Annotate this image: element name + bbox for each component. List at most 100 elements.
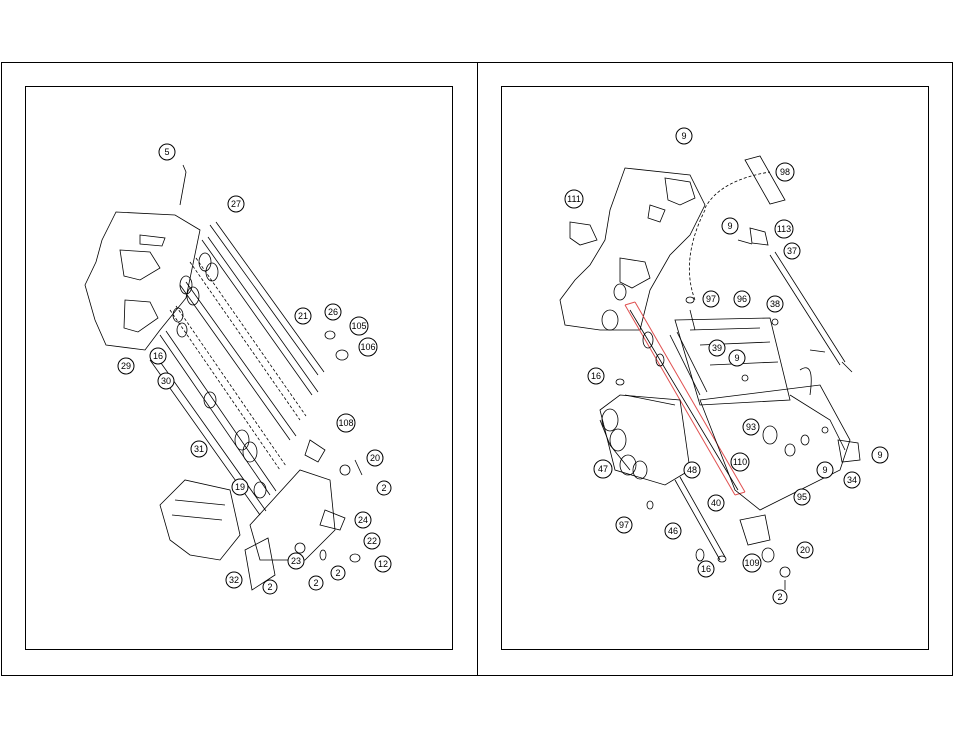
callout-label: 113 <box>777 224 791 234</box>
right-inner-frame <box>502 87 929 650</box>
callout-label: 111 <box>567 194 581 204</box>
callout-label: 108 <box>338 418 353 428</box>
callout-label: 16 <box>591 371 601 381</box>
callout-label: 22 <box>367 536 377 546</box>
callout-c5: 5 <box>159 144 175 160</box>
callout-r113: 113 <box>775 220 793 238</box>
callout-r46: 46 <box>665 523 681 539</box>
callout-label: 20 <box>370 453 380 463</box>
left-callouts: 5 27 21 26 105 106 29 16 30 31 108 20 2 … <box>118 144 391 594</box>
callout-label: 38 <box>770 299 780 309</box>
callout-c21: 21 <box>295 308 311 324</box>
callout-c105: 105 <box>350 317 368 335</box>
callout-label: 95 <box>797 492 807 502</box>
callout-r47: 47 <box>594 460 612 478</box>
callout-label: 20 <box>800 545 810 555</box>
callout-label: 24 <box>358 515 368 525</box>
callout-label: 2 <box>335 568 340 578</box>
callout-r48: 48 <box>684 462 700 478</box>
callout-label: 106 <box>360 342 375 352</box>
callout-c19: 19 <box>232 479 248 495</box>
callout-c30: 30 <box>158 373 174 389</box>
callout-label: 46 <box>668 526 678 536</box>
callout-label: 2 <box>267 582 272 592</box>
callout-r97b: 97 <box>616 517 632 533</box>
callout-c2a: 2 <box>377 481 391 495</box>
callout-label: 9 <box>822 465 827 475</box>
callout-label: 26 <box>328 307 338 317</box>
callout-label: 48 <box>687 465 697 475</box>
callout-r98: 98 <box>776 163 794 181</box>
callout-label: 37 <box>787 246 797 256</box>
callout-label: 105 <box>351 321 366 331</box>
callout-label: 9 <box>681 131 686 141</box>
callout-r110: 110 <box>731 453 749 471</box>
callout-label: 110 <box>733 457 747 467</box>
callout-r9a: 9 <box>676 128 692 144</box>
callout-label: 47 <box>598 464 608 474</box>
callout-c27: 27 <box>228 196 244 212</box>
callout-r16a: 16 <box>588 368 604 384</box>
callout-c106: 106 <box>359 338 377 356</box>
callout-label: 16 <box>701 564 711 574</box>
callout-label: 29 <box>121 361 131 371</box>
callout-label: 96 <box>737 294 747 304</box>
callout-r9b: 9 <box>722 218 738 234</box>
callout-label: 2 <box>777 592 782 602</box>
callout-label: 9 <box>727 221 732 231</box>
callout-c32: 32 <box>226 572 242 588</box>
callout-c24: 24 <box>355 512 371 528</box>
callout-label: 16 <box>153 351 163 361</box>
callout-r96: 96 <box>734 291 750 307</box>
callout-c29: 29 <box>118 358 134 374</box>
callout-r111: 111 <box>565 190 583 208</box>
callout-label: 109 <box>744 558 759 568</box>
callout-label: 98 <box>780 167 790 177</box>
callout-c2c: 2 <box>309 576 323 590</box>
callout-r109: 109 <box>743 554 761 572</box>
callout-c22: 22 <box>364 533 380 549</box>
callout-r97a: 97 <box>703 291 719 307</box>
callout-label: 97 <box>706 294 716 304</box>
callout-label: 2 <box>381 483 386 493</box>
callout-c26: 26 <box>325 304 341 320</box>
callout-c2d: 2 <box>331 566 345 580</box>
callout-label: 12 <box>378 559 388 569</box>
callout-label: 40 <box>711 498 721 508</box>
callout-r16b: 16 <box>698 561 714 577</box>
callout-c23: 23 <box>288 553 304 569</box>
callout-label: 27 <box>231 199 241 209</box>
callout-r20: 20 <box>797 542 813 558</box>
callout-label: 31 <box>194 444 204 454</box>
callout-r38: 38 <box>767 296 783 312</box>
callout-r9c: 9 <box>729 350 745 366</box>
callout-label: 5 <box>164 147 169 157</box>
right-exploded-view <box>560 156 860 590</box>
callout-label: 39 <box>712 343 722 353</box>
callout-label: 23 <box>291 556 301 566</box>
left-exploded-view <box>85 165 362 590</box>
callout-r93: 93 <box>743 419 759 435</box>
callout-c2b: 2 <box>263 580 277 594</box>
callout-label: 34 <box>847 475 857 485</box>
callout-r9e: 9 <box>872 447 888 463</box>
callout-c108: 108 <box>337 414 355 432</box>
callout-r40: 40 <box>708 495 724 511</box>
callout-r9d: 9 <box>817 462 833 478</box>
callout-r37: 37 <box>784 243 800 259</box>
callout-label: 21 <box>298 311 308 321</box>
callout-label: 93 <box>746 422 756 432</box>
callout-label: 9 <box>734 353 739 363</box>
callout-c16: 16 <box>150 348 166 364</box>
callout-c20: 20 <box>367 450 383 466</box>
callout-r39: 39 <box>709 340 725 356</box>
callout-label: 19 <box>235 482 245 492</box>
callout-label: 9 <box>877 450 882 460</box>
callout-c12: 12 <box>375 556 391 572</box>
callout-r95: 95 <box>794 489 810 505</box>
callout-r34: 34 <box>844 472 860 488</box>
callout-label: 2 <box>313 578 318 588</box>
callout-r2: 2 <box>773 590 787 604</box>
callout-label: 97 <box>619 520 629 530</box>
callout-label: 30 <box>161 376 171 386</box>
